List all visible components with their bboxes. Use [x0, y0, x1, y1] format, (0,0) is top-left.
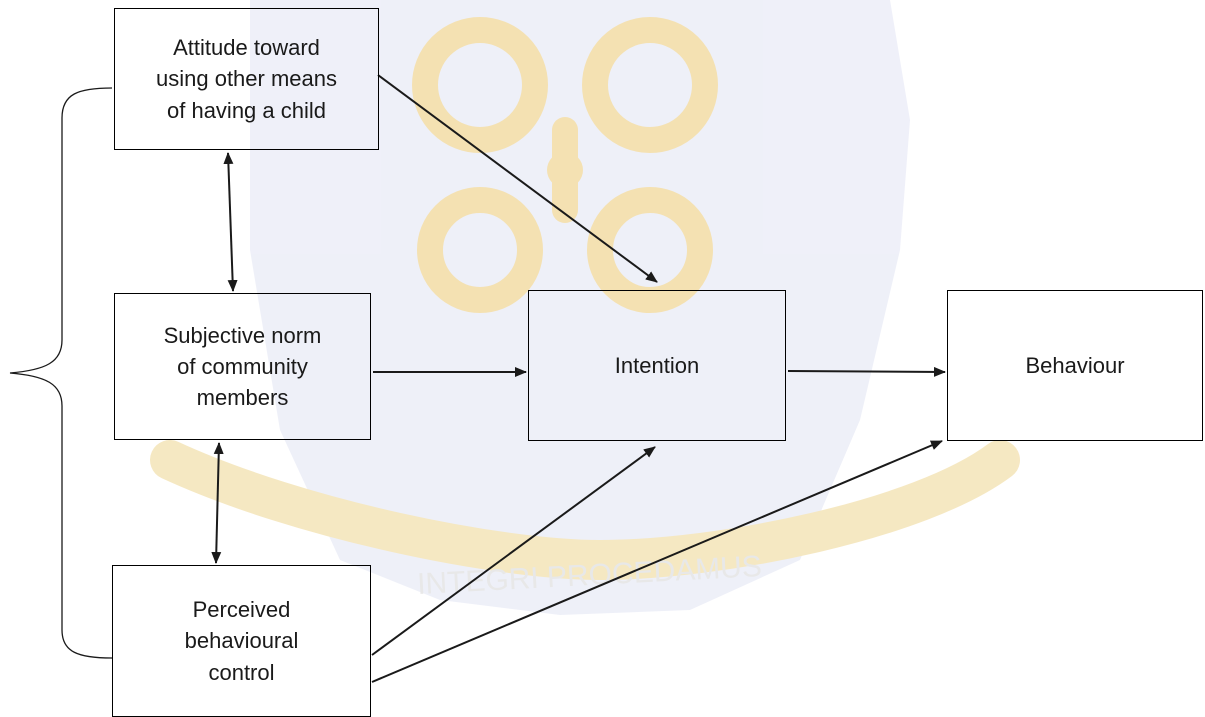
- crest-swirl-top-left: [412, 17, 548, 153]
- edge-control-to-behaviour: [371, 440, 943, 683]
- grouping-brace: [9, 87, 113, 659]
- edge-intention-to-behaviour: [787, 366, 946, 377]
- node-intention-label: Intention: [614, 352, 700, 378]
- crest-watermark: INTEGRI PROCEDAMUS: [150, 0, 1020, 615]
- crest-swirl-top-right: [582, 17, 718, 153]
- node-attitude: Attitude toward using other means of hav…: [114, 8, 379, 150]
- edge-attitude-norm-bidirectional: [223, 152, 238, 292]
- node-behaviour: Behaviour: [947, 290, 1203, 441]
- crest-swirl-mid-right: [587, 187, 713, 313]
- node-perceived-control: Perceived behavioural control: [112, 565, 371, 717]
- edge-norm-control-bidirectional: [211, 442, 224, 564]
- edge-control-to-intention: [371, 446, 656, 656]
- node-perceived-control-label: Perceived behavioural control: [184, 597, 299, 685]
- crest-swirl-mid-left: [417, 187, 543, 313]
- edge-attitude-to-intention: [377, 74, 658, 283]
- node-subjective-norm: Subjective norm of community members: [114, 293, 371, 440]
- crest-ribbon: [150, 440, 1020, 581]
- node-behaviour-label: Behaviour: [1025, 352, 1125, 378]
- crest-shield: [250, 0, 910, 615]
- node-subjective-norm-label: Subjective norm of community members: [163, 322, 322, 411]
- node-attitude-label: Attitude toward using other means of hav…: [156, 35, 337, 123]
- node-intention: Intention: [528, 290, 786, 441]
